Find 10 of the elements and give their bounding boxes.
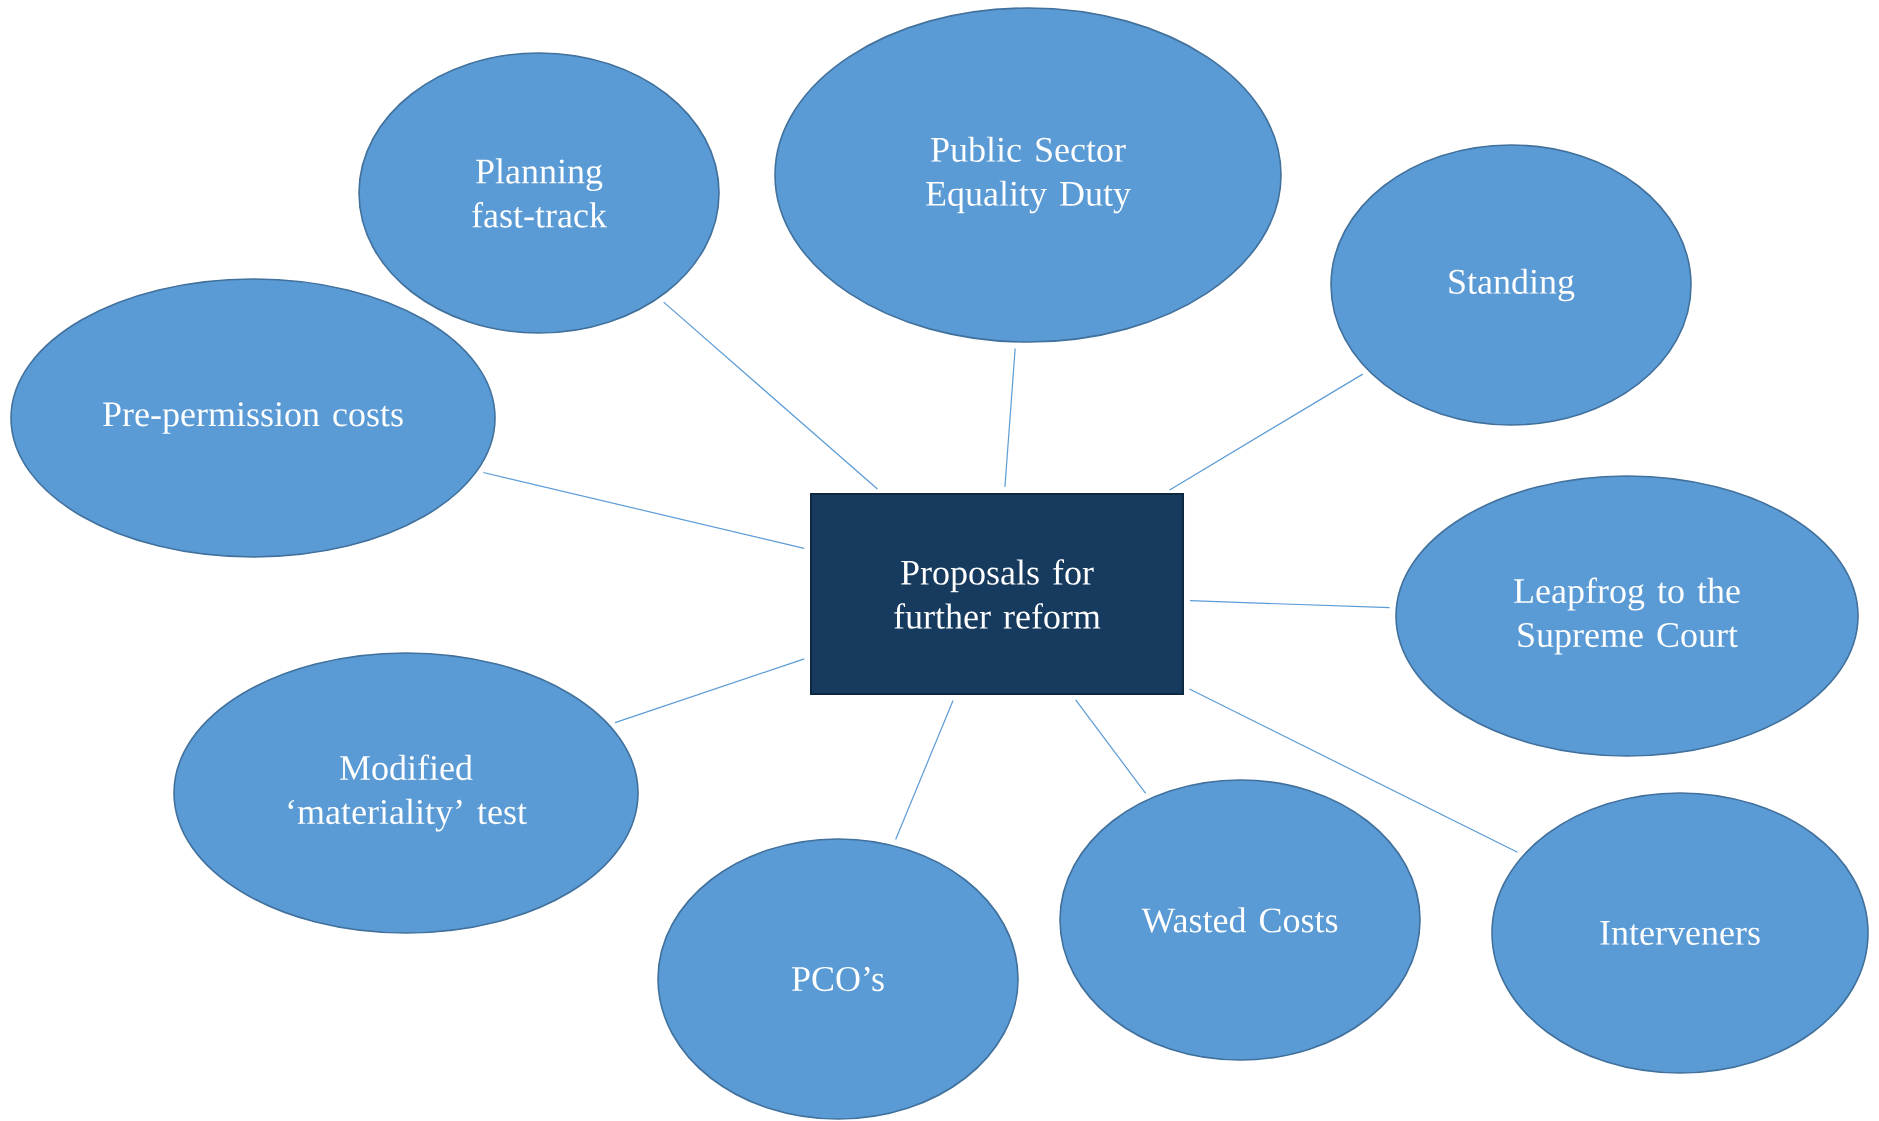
connector-line xyxy=(1004,347,1016,488)
center-box: Proposals for further reform xyxy=(810,493,1184,695)
connector-line xyxy=(1188,688,1519,853)
connector-line xyxy=(1189,600,1391,609)
connector-line xyxy=(482,471,805,550)
connector-line xyxy=(1075,699,1147,795)
connector-line xyxy=(614,658,805,724)
connector-line xyxy=(1169,373,1364,491)
connector-line xyxy=(663,301,879,490)
connector-line xyxy=(895,699,954,840)
